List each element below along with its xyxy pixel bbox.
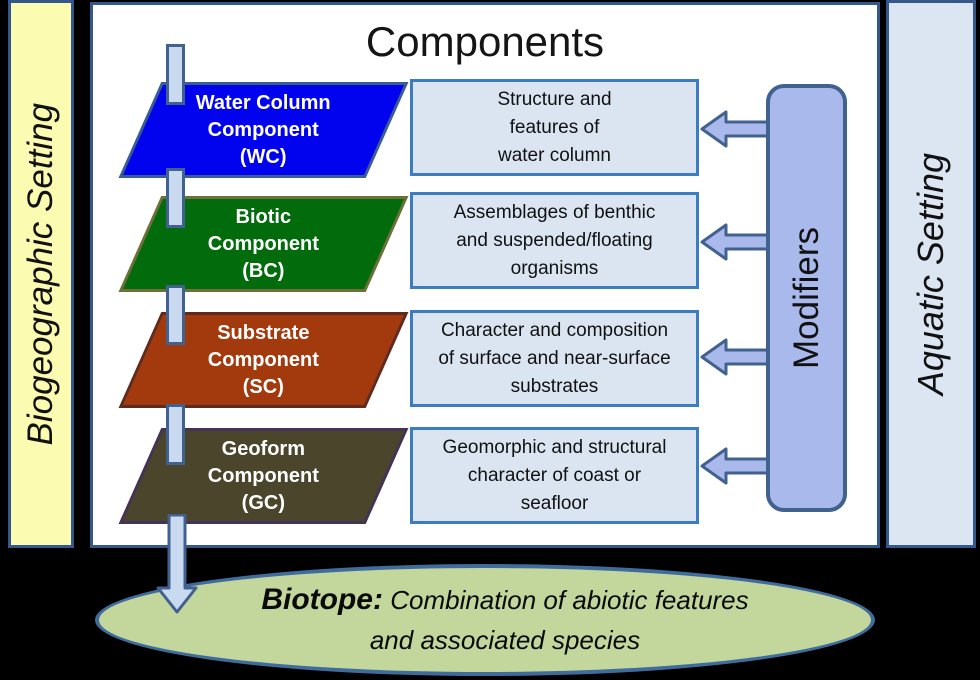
biotope-term: Biotope: bbox=[261, 583, 383, 616]
connector-bar-sc-gc bbox=[166, 404, 185, 465]
biotope-text: Biotope: Combination of abiotic features… bbox=[221, 580, 748, 660]
modifier-arrow-water-column-icon bbox=[700, 110, 771, 148]
biotope-description-line1: Combination of abiotic features bbox=[390, 585, 749, 615]
modifier-arrow-geoform-icon bbox=[700, 447, 771, 485]
modifier-arrow-substrate-icon bbox=[700, 338, 771, 376]
connector-bar-wc-bc bbox=[166, 168, 185, 228]
aquatic-setting-label: Aquatic Setting bbox=[910, 152, 951, 396]
biogeographic-setting-banner: Biogeographic Setting bbox=[8, 0, 74, 548]
modifiers-box: Modifiers bbox=[766, 84, 847, 512]
connector-bar-top bbox=[166, 44, 185, 105]
aquatic-setting-banner: Aquatic Setting bbox=[886, 0, 976, 548]
panel-title: Components bbox=[365, 18, 605, 65]
connector-bar-bc-sc bbox=[166, 285, 185, 345]
biogeographic-setting-label: Biogeographic Setting bbox=[21, 102, 60, 446]
modifier-arrow-biotic-icon bbox=[700, 223, 771, 261]
biotope-ellipse: Biotope: Combination of abiotic features… bbox=[95, 564, 875, 676]
down-arrow-to-biotope-icon bbox=[156, 514, 198, 614]
biotope-description-line2: and associated species bbox=[369, 625, 641, 655]
modifiers-label: Modifiers bbox=[786, 227, 826, 369]
